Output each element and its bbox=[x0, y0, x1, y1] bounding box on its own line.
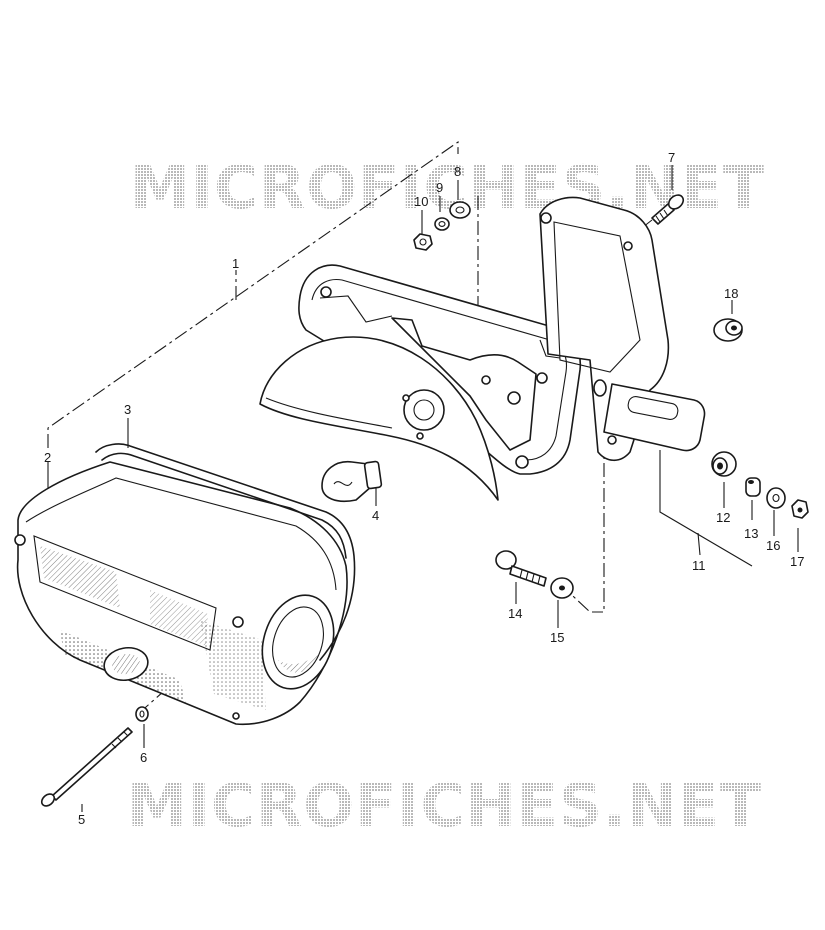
part-lens-assembly bbox=[14, 461, 348, 726]
part-10-nut bbox=[413, 233, 433, 251]
callout-9: 9 bbox=[436, 180, 443, 195]
part-6-washer bbox=[135, 706, 149, 722]
part-reflector-plate bbox=[259, 336, 499, 501]
part-17-nut bbox=[791, 499, 809, 519]
callout-5: 5 bbox=[78, 812, 85, 827]
callout-1: 1 bbox=[232, 256, 239, 271]
part-license-bracket bbox=[593, 379, 706, 452]
callout-labels: 1 2 3 4 5 6 7 8 9 10 11 12 13 14 15 16 1… bbox=[44, 150, 804, 827]
callout-17: 17 bbox=[790, 554, 804, 569]
callout-10: 10 bbox=[414, 194, 428, 209]
callout-6: 6 bbox=[140, 750, 147, 765]
callout-18: 18 bbox=[724, 286, 738, 301]
part-16-washer bbox=[766, 487, 786, 509]
callout-15: 15 bbox=[550, 630, 564, 645]
part-bulb bbox=[321, 460, 383, 502]
part-15-washer bbox=[550, 577, 574, 599]
callout-12: 12 bbox=[716, 510, 730, 525]
callout-8: 8 bbox=[454, 164, 461, 179]
callout-3: 3 bbox=[124, 402, 131, 417]
part-13-collar bbox=[745, 477, 761, 497]
part-5-long-screw bbox=[40, 727, 133, 807]
part-8-washer bbox=[449, 201, 471, 219]
callout-13: 13 bbox=[744, 526, 758, 541]
watermark-top: MICROFICHES.NET bbox=[130, 153, 765, 223]
part-gasket bbox=[95, 443, 356, 661]
callout-7: 7 bbox=[668, 150, 675, 165]
part-14-bolt bbox=[495, 550, 547, 587]
part-7-screw bbox=[651, 194, 685, 225]
part-lamp-housing bbox=[298, 264, 582, 475]
callout-4: 4 bbox=[372, 508, 379, 523]
part-12-grommet bbox=[711, 451, 737, 477]
callout-14: 14 bbox=[508, 606, 522, 621]
callout-2: 2 bbox=[44, 450, 51, 465]
part-9-lock-washer bbox=[434, 217, 450, 231]
watermark-bottom: MICROFICHES.NET bbox=[127, 771, 762, 841]
part-18-grommet bbox=[713, 318, 743, 342]
callout-11: 11 bbox=[692, 558, 706, 573]
callout-16: 16 bbox=[766, 538, 780, 553]
